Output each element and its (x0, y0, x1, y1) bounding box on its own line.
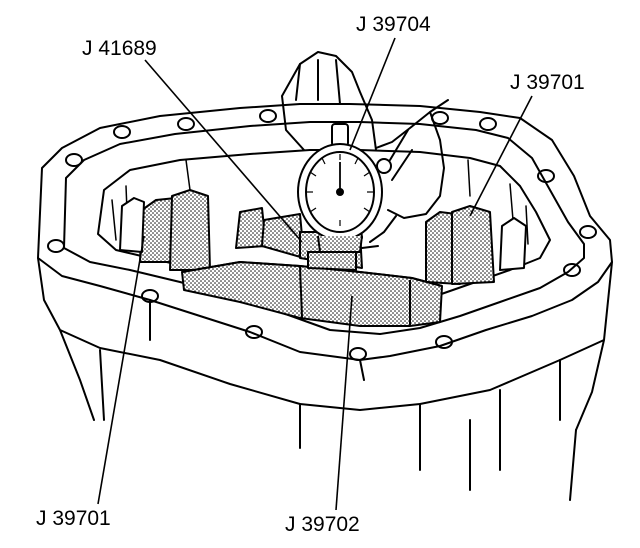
left-adapter-j39701 (119, 189, 211, 271)
callout-j39701-left: J 39701 (36, 507, 111, 530)
housing-ribs (99, 349, 577, 501)
leader-lines (97, 37, 533, 511)
callout-j39704: J 39704 (356, 13, 431, 36)
right-adapter-j39701 (425, 205, 527, 285)
flange-bolt-holes (47, 109, 597, 361)
housing-body (37, 257, 613, 431)
hands (281, 51, 449, 249)
gauge-plate-j39702 (181, 261, 443, 327)
callout-j39702: J 39702 (285, 513, 360, 536)
dial-tick-marks (306, 154, 374, 226)
housing-flange-outer (37, 103, 613, 361)
callout-j39701-right: J 39701 (510, 71, 585, 94)
callout-j41689: J 41689 (82, 37, 157, 60)
dial-indicator-j39704 (297, 123, 392, 253)
